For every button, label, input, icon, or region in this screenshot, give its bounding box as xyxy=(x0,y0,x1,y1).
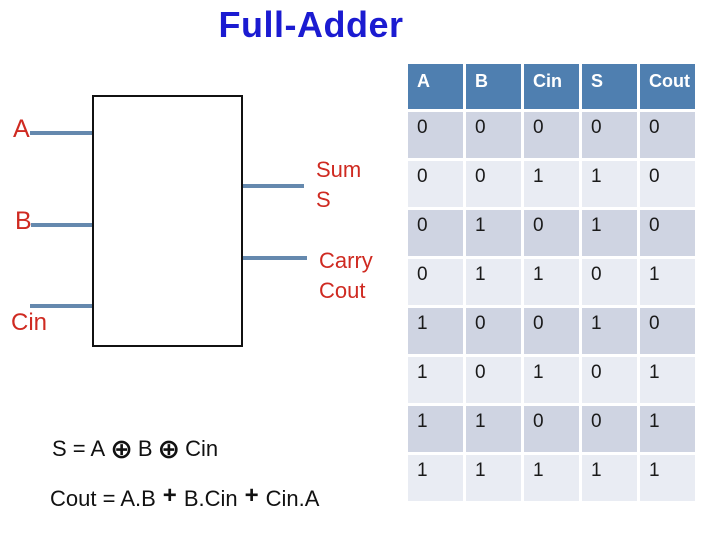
table-cell: 0 xyxy=(640,210,695,256)
page-title: Full-Adder xyxy=(218,4,404,45)
table-cell: 1 xyxy=(408,308,463,354)
sum-equation-text: Cin xyxy=(185,436,219,461)
plus-operator-icon: + xyxy=(162,482,177,509)
carry-equation: Cout = A.B+B.Cin+Cin.A xyxy=(50,482,319,512)
column-header-cout: Cout xyxy=(640,64,695,109)
output-sum-symbol: S xyxy=(316,187,331,212)
table-cell: 0 xyxy=(582,357,637,403)
output-label-sum: Sum S xyxy=(316,155,361,215)
table-cell: 0 xyxy=(582,112,637,158)
table-cell: 0 xyxy=(582,259,637,305)
table-cell: 1 xyxy=(524,259,579,305)
table-cell: 0 xyxy=(524,406,579,452)
column-header-cin: Cin xyxy=(524,64,579,109)
table-cell: 0 xyxy=(640,308,695,354)
output-cout-wire xyxy=(243,256,307,260)
output-carry-symbol: Cout xyxy=(319,278,366,303)
table-cell: 0 xyxy=(640,161,695,207)
input-cin-wire xyxy=(30,304,92,308)
table-cell: 1 xyxy=(408,455,463,501)
table-cell: 0 xyxy=(466,161,521,207)
table-cell: 0 xyxy=(524,112,579,158)
table-cell: 1 xyxy=(582,210,637,256)
column-header-b: B xyxy=(466,64,521,109)
table-cell: 1 xyxy=(582,161,637,207)
input-label-b: B xyxy=(15,207,32,235)
sum-equation-text: B xyxy=(137,436,153,461)
table-cell: 1 xyxy=(408,406,463,452)
carry-equation-text: B.Cin xyxy=(183,486,238,511)
output-carry-word: Carry xyxy=(319,248,373,273)
table-cell: 0 xyxy=(466,112,521,158)
carry-equation-text: Cin.A xyxy=(265,486,320,511)
output-label-carry: Carry Cout xyxy=(319,246,373,306)
xor-operator-icon: ⊕ xyxy=(110,434,133,464)
column-header-s: S xyxy=(582,64,637,109)
table-cell: 1 xyxy=(582,308,637,354)
table-cell: 1 xyxy=(524,357,579,403)
input-a-wire xyxy=(30,131,92,135)
table-cell: 0 xyxy=(408,112,463,158)
table-cell: 0 xyxy=(466,308,521,354)
carry-equation-text: Cout = A.B xyxy=(50,486,156,511)
table-cell: 0 xyxy=(640,112,695,158)
output-sum-wire xyxy=(243,184,304,188)
table-cell: 1 xyxy=(640,406,695,452)
column-header-a: A xyxy=(408,64,463,109)
plus-operator-icon: + xyxy=(244,482,259,509)
table-cell: 1 xyxy=(408,357,463,403)
input-label-a: A xyxy=(13,115,30,143)
table-cell: 0 xyxy=(408,259,463,305)
sum-equation-text: S = A xyxy=(52,436,106,461)
input-b-wire xyxy=(31,223,92,227)
table-cell: 1 xyxy=(524,455,579,501)
output-sum-word: Sum xyxy=(316,157,362,182)
table-cell: 1 xyxy=(466,455,521,501)
sum-equation: S = A⊕B⊕Cin xyxy=(52,434,218,465)
table-cell: 0 xyxy=(408,210,463,256)
table-cell: 1 xyxy=(466,406,521,452)
table-cell: 0 xyxy=(466,357,521,403)
table-cell: 1 xyxy=(640,455,695,501)
table-cell: 1 xyxy=(466,259,521,305)
table-cell: 0 xyxy=(524,308,579,354)
table-cell: 0 xyxy=(408,161,463,207)
input-label-cin: Cin xyxy=(11,309,48,336)
table-cell: 1 xyxy=(640,259,695,305)
table-cell: 0 xyxy=(524,210,579,256)
xor-operator-icon: ⊕ xyxy=(157,434,181,464)
table-cell: 1 xyxy=(466,210,521,256)
table-cell: 1 xyxy=(524,161,579,207)
full-adder-block xyxy=(92,95,243,347)
table-cell: 1 xyxy=(640,357,695,403)
table-cell: 0 xyxy=(582,406,637,452)
table-cell: 1 xyxy=(582,455,637,501)
